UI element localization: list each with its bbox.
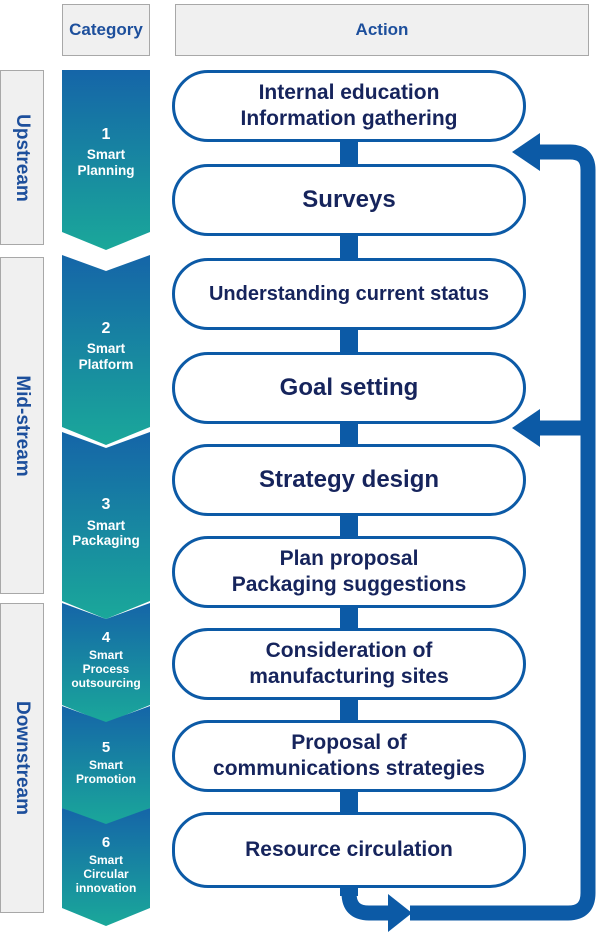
action-proposal-of-communications-strategies: Proposal of communications strategies — [172, 720, 526, 792]
category-name-line: Circular — [83, 867, 129, 882]
action-line: Information gathering — [240, 107, 458, 130]
category-chevron-6: 6 Smart Circular innovation — [62, 808, 150, 926]
connector — [340, 788, 358, 816]
category-chevron-4: 4 Smart Process outsourcing — [62, 603, 150, 723]
category-chevron-2: 2 Smart Platform — [62, 255, 150, 445]
loop-arrowhead-middle — [512, 409, 540, 447]
connector — [340, 232, 358, 260]
stage-upstream: Upstream — [0, 70, 44, 245]
category-number: 3 — [101, 496, 111, 514]
action-line: Packaging suggestions — [231, 573, 467, 596]
category-number: 5 — [101, 739, 111, 757]
stage-downstream: Downstream — [0, 603, 44, 913]
action-consideration-of-manufacturing-sites: Consideration of manufacturing sites — [172, 628, 526, 700]
action-line: manufacturing sites — [249, 665, 449, 688]
stage-mid-stream: Mid-stream — [0, 257, 44, 594]
category-name-line: innovation — [75, 881, 137, 896]
category-number: 6 — [101, 834, 111, 852]
category-chevron-5: 5 Smart Promotion — [62, 706, 150, 826]
category-chevron-3: 3 Smart Packaging — [62, 432, 150, 619]
connector — [340, 696, 358, 724]
action-line: Strategy design — [258, 466, 440, 493]
action-strategy-design: Strategy design — [172, 444, 526, 516]
category-name-line: Packaging — [72, 533, 140, 549]
category-number: 4 — [101, 629, 111, 647]
category-chevron-1: 1 Smart Planning — [62, 70, 150, 250]
action-resource-circulation: Resource circulation — [172, 812, 526, 888]
connector — [340, 420, 358, 448]
category-name-line: Smart — [86, 341, 126, 357]
category-header: Category — [62, 4, 150, 56]
stage-mid-stream-label: Mid-stream — [12, 374, 33, 477]
action-line: Internal education — [258, 80, 440, 104]
action-line: Plan proposal — [279, 546, 419, 570]
action-plan-proposal: Plan proposal Packaging suggestions — [172, 536, 526, 608]
action-line: Resource circulation — [245, 837, 453, 861]
stage-downstream-label: Downstream — [12, 700, 33, 816]
action-line: Surveys — [302, 186, 396, 213]
category-name-line: Smart — [88, 853, 123, 868]
action-internal-education: Internal education Information gathering — [172, 70, 526, 142]
action-header-label: Action — [355, 20, 409, 39]
category-number: 2 — [101, 319, 111, 337]
action-line: Goal setting — [279, 374, 419, 401]
action-line: Understanding current status — [208, 282, 490, 305]
action-line: communications strategies — [213, 757, 485, 780]
connector — [340, 138, 358, 166]
stage-upstream-label: Upstream — [12, 113, 33, 202]
loop-arrowhead-top — [512, 133, 540, 171]
action-goal-setting: Goal setting — [172, 352, 526, 424]
category-name-line: Smart — [86, 147, 126, 163]
action-header: Action — [175, 4, 589, 56]
connector — [340, 326, 358, 354]
action-surveys: Surveys — [172, 164, 526, 236]
connector — [340, 604, 358, 632]
category-name-line: Smart — [88, 758, 123, 773]
action-line: Consideration of — [265, 638, 433, 662]
action-line: Proposal of — [291, 730, 407, 754]
category-number: 1 — [101, 125, 111, 143]
loop-arrowhead-bottom — [388, 894, 412, 932]
category-name-line: Process — [82, 662, 130, 677]
category-name-line: Smart — [88, 648, 123, 663]
category-name-line: Platform — [78, 356, 134, 372]
connector — [340, 512, 358, 540]
category-name-line: Promotion — [76, 772, 136, 787]
category-header-label: Category — [69, 20, 143, 39]
action-understanding-current-status: Understanding current status — [172, 258, 526, 330]
category-name-line: Smart — [86, 517, 126, 533]
category-name-line: Planning — [77, 162, 135, 178]
category-name-line: outsourcing — [71, 676, 141, 691]
